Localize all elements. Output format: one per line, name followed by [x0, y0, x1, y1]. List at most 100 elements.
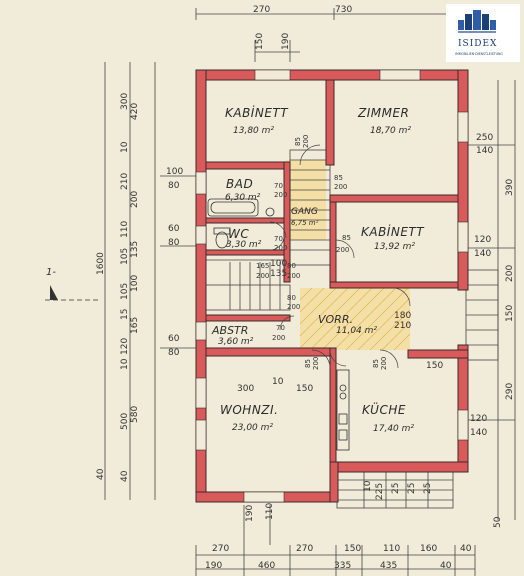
dim-inner-80c: 80	[168, 348, 180, 358]
dim-right-140a: 140	[476, 146, 493, 156]
dim-bottom-460: 460	[258, 561, 275, 571]
room-wc-area: 3,30 m²	[226, 240, 262, 250]
left-dimension-lines	[104, 62, 198, 500]
door-dim-7a: 80	[287, 294, 296, 302]
room-labels: KABİNETT 13,80 m² ZIMMER 18,70 m² BAD 6,…	[211, 105, 425, 434]
dim-bottom-270a: 270	[212, 544, 229, 554]
door-dim-2b: 200	[334, 183, 347, 191]
dim-left-40: 40	[120, 470, 130, 482]
logo-building-icon	[458, 10, 496, 33]
dim-bottom-270b: 270	[296, 544, 313, 554]
dim-top-730: 730	[335, 5, 352, 15]
left-dimensions: 1600 40 300 420 10 210 200 110 105 135 1…	[96, 93, 183, 482]
room-wohnz-area: 23,00 m²	[232, 423, 273, 433]
dim-left-210: 210	[120, 173, 130, 190]
dim-left-10a: 10	[120, 141, 130, 153]
door-dim-5b: 200	[256, 272, 269, 280]
door-dim-4b: 200	[274, 244, 287, 252]
inner-dimensions: 300 10 150 150 100 135	[237, 259, 443, 394]
logo-tagline: IMMOBILIEN·DIENSTLEISTUNG	[455, 52, 503, 56]
dim-inner-60a: 60	[168, 224, 180, 234]
dim-top-270: 270	[253, 5, 270, 15]
stair-dim-25b: 25	[407, 483, 417, 494]
dim-bottom-110: 110	[383, 544, 400, 554]
room-bad-name: BAD	[226, 177, 253, 191]
isidex-logo: ISIDEX IMMOBILIEN·DIENSTLEISTUNG	[446, 4, 520, 62]
room-zimmer-name: ZIMMER	[357, 106, 409, 120]
dim-inner-100: 100	[166, 167, 183, 177]
door-dim-2a: 85	[334, 174, 343, 182]
dim-inner-60b: 60	[168, 334, 180, 344]
dim-left-300: 300	[120, 93, 130, 110]
dim-left-110: 110	[120, 221, 130, 238]
dim-right-390: 390	[505, 179, 515, 196]
fixtures	[207, 198, 350, 451]
section-label: 1-	[46, 267, 56, 278]
dim-inner-100: 100	[270, 259, 287, 269]
door-dim-9b: 200	[272, 334, 285, 342]
stair-dim-225: 225	[375, 483, 385, 500]
dim-right-180: 180	[394, 311, 411, 321]
room-kabinett1-area: 13,80 m²	[233, 126, 274, 136]
room-zimmer-area: 18,70 m²	[370, 126, 411, 136]
dim-top-150: 150	[255, 33, 265, 50]
stairs	[205, 149, 499, 509]
door-dim-4a: 70	[274, 235, 283, 243]
dim-right-210: 210	[394, 321, 411, 331]
dim-left-105b: 105	[120, 283, 130, 300]
stair-dim-25c: 25	[423, 483, 433, 494]
room-kabinett1-name: KABİNETT	[225, 105, 289, 120]
dim-left-105a: 105	[120, 248, 130, 265]
room-kueche-name: KÜCHE	[362, 401, 406, 417]
door-dim-10b: 200	[312, 357, 320, 370]
dim-inner-150b: 150	[426, 361, 443, 371]
dim-right-50: 50	[493, 516, 503, 528]
stair-dim-10: 10	[363, 480, 373, 492]
door-dim-11a: 85	[372, 359, 380, 368]
room-abstr-name: ABSTR	[211, 324, 248, 337]
door-dim-11b: 200	[380, 357, 388, 370]
dim-inner-300: 300	[237, 384, 254, 394]
dim-bottom-40b: 40	[440, 561, 452, 571]
dim-left-40-bottom: 40	[96, 468, 106, 480]
dim-right-250: 250	[476, 133, 493, 143]
dim-inner-150a: 150	[296, 384, 313, 394]
dim-right-200: 200	[505, 265, 515, 282]
dim-left-100: 100	[130, 275, 140, 292]
room-vorr-name: VORR.	[318, 313, 353, 326]
dim-left-10b: 10	[120, 358, 130, 370]
dim-left-500: 500	[120, 413, 130, 430]
dim-right-290: 290	[505, 383, 515, 400]
dim-inner-80b: 80	[168, 238, 180, 248]
door-dim-6b: 200	[287, 272, 300, 280]
dim-inner-135: 135	[270, 269, 287, 279]
room-abstr-area: 3,60 m²	[218, 337, 254, 347]
room-kabinett2-name: KABİNETT	[361, 224, 425, 239]
room-bad-area: 6,30 m²	[225, 193, 261, 203]
dim-bottom-190: 190	[245, 505, 255, 522]
dim-left-135: 135	[130, 241, 140, 258]
dim-top-190: 190	[281, 33, 291, 50]
stair-dim-25a: 25	[391, 483, 401, 494]
dim-bottom-150: 150	[344, 544, 361, 554]
dim-left-15: 15	[120, 309, 130, 320]
bottom-dimension-lines	[195, 505, 476, 576]
dim-right-140b: 140	[474, 249, 491, 259]
top-dimensions: 270 730 150 190	[253, 5, 352, 50]
stair-dimensions: 10 225 25 25 25	[363, 480, 433, 500]
dim-inner-10: 10	[272, 377, 284, 387]
bottom-dimensions: 190 110 270 270 150 110 160 40 190 460 3…	[205, 503, 472, 571]
room-wohnz-name: WOHNZI.	[220, 403, 278, 417]
dim-bottom-335: 335	[334, 561, 351, 571]
right-dimensions: 250 140 390 120 140 200 150 290 120 140 …	[394, 133, 515, 528]
dim-left-120: 120	[120, 338, 130, 355]
dim-left-200: 200	[130, 191, 140, 208]
dim-bottom-190b: 190	[205, 561, 222, 571]
dim-left-165: 165	[130, 317, 140, 334]
room-gang-name: GANG	[291, 207, 318, 217]
door-dim-1a: 85	[294, 137, 302, 146]
room-kueche-area: 17,40 m²	[373, 424, 414, 434]
door-dim-8b: 200	[336, 246, 349, 254]
dim-bottom-110: 110	[265, 503, 275, 520]
door-dim-3b: 200	[274, 191, 287, 199]
